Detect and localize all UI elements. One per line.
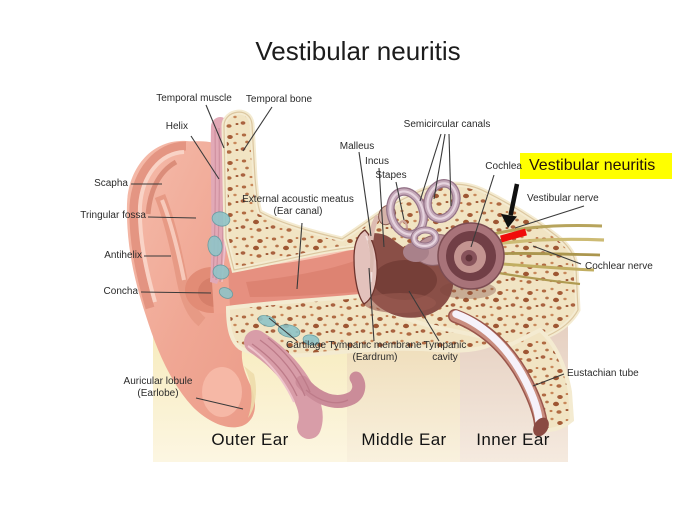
label-incus: Incus — [365, 156, 389, 167]
label-auricular-lobule: Auricular lobule (Earlobe) — [123, 376, 193, 399]
label-malleus: Malleus — [339, 141, 375, 152]
label-eustachian-tube: Eustachian tube — [567, 368, 639, 379]
label-antihelix: Antihelix — [104, 250, 142, 261]
semicircular-canals — [386, 179, 461, 266]
leader-lines — [131, 104, 585, 410]
label-tympanic-cavity: Tympanic cavity — [423, 340, 467, 363]
label-tympanic-membrane: Tympanic membrane (Eardrum) — [328, 340, 422, 363]
cochlea — [437, 222, 505, 299]
label-ear-canal: External acoustic meatus (Ear canal) — [242, 194, 354, 217]
label-semicircular-canals: Semicircular canals — [403, 119, 491, 130]
highlight-callout: Vestibular neuritis — [520, 153, 672, 179]
label-cochlear-nerve: Cochlear nerve — [585, 261, 653, 272]
label-tringular-fossa: Tringular fossa — [80, 210, 146, 221]
label-stapes: Stapes — [375, 170, 407, 181]
label-helix: Helix — [165, 121, 188, 132]
label-temporal-bone: Temporal bone — [245, 94, 313, 105]
label-vestibular-nerve: Vestibular nerve — [527, 193, 599, 204]
neuritis-marker — [500, 228, 527, 243]
label-cartilage: Cartilage — [285, 340, 327, 351]
label-temporal-muscle: Temporal muscle — [156, 93, 232, 104]
section-outer-ear: Outer Ear — [211, 430, 289, 449]
cartilage — [207, 211, 320, 346]
label-concha: Concha — [103, 286, 138, 297]
eustachian-tube — [448, 309, 549, 437]
neck-muscle — [244, 330, 366, 439]
section-middle-ear: Middle Ear — [361, 430, 447, 449]
tympanic-cavity — [356, 233, 454, 318]
label-scapha: Scapha — [94, 178, 128, 189]
neuritis-arrow — [501, 183, 520, 228]
slide-title: Vestibular neuritis — [255, 36, 461, 66]
section-inner-ear: Inner Ear — [476, 430, 550, 449]
label-cochlea: Cochlea — [485, 161, 522, 172]
